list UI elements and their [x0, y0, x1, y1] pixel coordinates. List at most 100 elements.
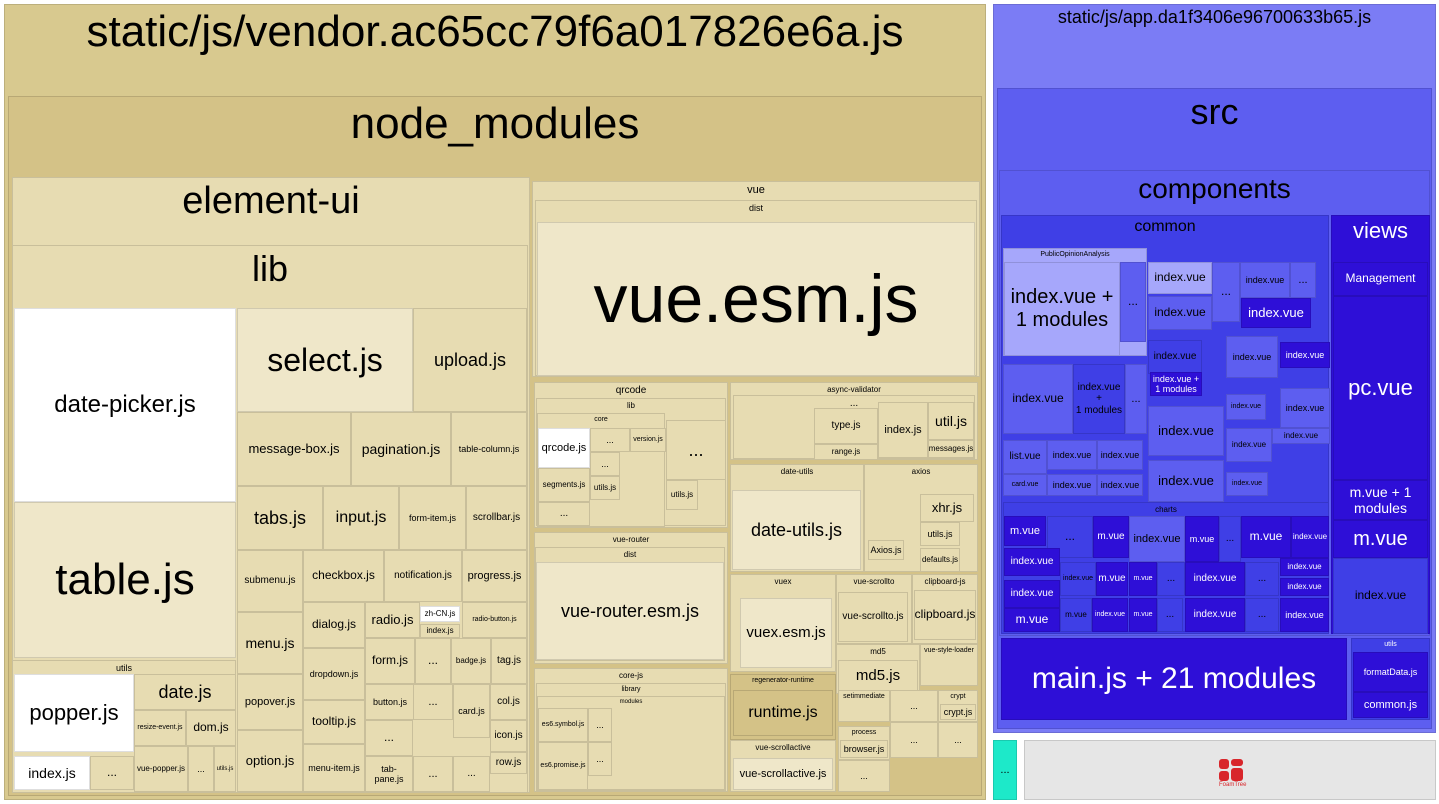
card-js[interactable]: card.js [453, 684, 490, 738]
common-index-vue-q[interactable]: index.vue [1047, 440, 1097, 470]
charts-index-vue-f[interactable]: index.vue [1280, 558, 1329, 576]
util-js[interactable]: util.js [928, 402, 974, 440]
vue-scrollto-js[interactable]: vue-scrollto.js [838, 592, 908, 642]
popper-js[interactable]: popper.js [14, 674, 134, 752]
charts-m-vue-g[interactable]: m.vue [1004, 608, 1060, 632]
charts-m-vue-e[interactable]: m.vue [1096, 562, 1128, 596]
table-js[interactable]: table.js [14, 502, 236, 658]
vuex-esm-js[interactable]: vuex.esm.js [740, 598, 832, 668]
charts-index-vue-a[interactable]: index.vue [1129, 516, 1185, 562]
ellipsis[interactable]: ... [413, 756, 453, 792]
tag-js[interactable]: tag.js [491, 638, 527, 684]
date-picker-js[interactable]: date-picker.js [14, 308, 236, 502]
qrcode-js[interactable]: qrcode.js [538, 428, 590, 468]
icon-js[interactable]: icon.js [490, 720, 527, 752]
dom-js[interactable]: dom.js [186, 710, 236, 746]
ellipsis[interactable]: ... [90, 756, 134, 790]
management-folder[interactable]: Management [1333, 262, 1428, 296]
charts-index-vue-i[interactable]: index.vue [1092, 598, 1128, 632]
common-index-vue-l[interactable]: index.vue [1148, 460, 1224, 502]
ellipsis[interactable]: ... [1290, 262, 1316, 298]
common-index-vue-d[interactable]: index.vue + 1 modules [1150, 372, 1202, 396]
xhr-js[interactable]: xhr.js [920, 494, 974, 522]
vue-esm-js[interactable]: vue.esm.js [537, 222, 975, 376]
select-js[interactable]: select.js [237, 308, 413, 412]
tabs-js[interactable]: tabs.js [237, 486, 323, 550]
table-column-js[interactable]: table-column.js [451, 412, 527, 486]
radio-js[interactable]: radio.js [365, 602, 420, 638]
dropdown-js[interactable]: dropdown.js [303, 648, 365, 700]
pagination-js[interactable]: pagination.js [351, 412, 451, 486]
ellipsis[interactable]: ... [1245, 562, 1279, 596]
common-index-vue-n[interactable]: index.vue [1280, 388, 1330, 428]
option-js[interactable]: option.js [237, 730, 303, 792]
segments-js[interactable]: segments.js [538, 468, 590, 502]
list-vue[interactable]: list.vue [1003, 440, 1047, 474]
ellipsis[interactable]: ... [590, 452, 620, 476]
radio-button-js[interactable]: radio-button.js [462, 602, 527, 638]
views-index-vue[interactable]: index.vue [1333, 558, 1428, 634]
charts-index-vue-k[interactable]: index.vue [1280, 598, 1329, 632]
axios-js[interactable]: Axios.js [868, 540, 904, 560]
ellipsis[interactable]: ... [588, 742, 612, 776]
ellipsis[interactable]: ... [666, 420, 726, 480]
views-m-vue[interactable]: m.vue [1333, 520, 1428, 558]
menu-js[interactable]: menu.js [237, 612, 303, 674]
ellipsis[interactable]: ... [1047, 516, 1093, 558]
vue-popper-js[interactable]: vue-popper.js [134, 746, 188, 792]
ellipsis[interactable]: ... [588, 708, 612, 742]
main-js-modules[interactable]: main.js + 21 modules [1001, 638, 1347, 720]
tab-pane-js[interactable]: tab-pane.js [365, 756, 413, 792]
vue-style-loader[interactable]: vue-style-loader [920, 644, 978, 686]
public-opinion-index-vue[interactable]: index.vue + 1 modules [1004, 262, 1120, 356]
async-index-js[interactable]: index.js [878, 402, 928, 458]
clipboard-js[interactable]: clipboard.js [914, 590, 976, 640]
browser-js[interactable]: browser.js [840, 740, 888, 758]
scrollbar-js[interactable]: scrollbar.js [466, 486, 527, 550]
version-js[interactable]: version.js [630, 428, 666, 452]
date-utils-js[interactable]: date-utils.js [732, 490, 861, 570]
common-index-vue-b[interactable]: index.vue [1148, 296, 1212, 330]
charts-m-vue-h[interactable]: m.vue [1060, 598, 1092, 632]
ellipsis[interactable]: ... [1120, 262, 1146, 342]
button-js[interactable]: button.js [365, 684, 415, 720]
crypt-js[interactable]: crypt.js [940, 704, 976, 720]
submenu-js[interactable]: submenu.js [237, 550, 303, 612]
common-index-vue-s[interactable]: index.vue [1047, 474, 1097, 496]
ellipsis[interactable]: ... [890, 690, 938, 722]
charts-index-vue-c[interactable]: index.vue [1004, 548, 1060, 576]
upload-js[interactable]: upload.js [413, 308, 527, 412]
common-index-vue-j[interactable]: index.vue + 1 modules [1073, 364, 1125, 434]
charts-m-vue-a[interactable]: m.vue [1004, 516, 1046, 546]
messages-js[interactable]: messages.js [928, 440, 974, 458]
ellipsis[interactable]: ... [1157, 598, 1183, 632]
index-js[interactable]: index.js [14, 756, 90, 790]
ellipsis[interactable]: ... [1212, 262, 1240, 322]
axios-utils-js[interactable]: utils.js [920, 522, 960, 546]
charts-index-vue-e[interactable]: index.vue [1185, 562, 1245, 596]
common-index-vue-t[interactable]: index.vue [1097, 474, 1143, 496]
charts-index-vue-g[interactable]: index.vue [1280, 578, 1329, 596]
collapsed-group[interactable]: ... [993, 740, 1017, 800]
defaults-js[interactable]: defaults.js [920, 548, 960, 572]
ellipsis[interactable]: ... [1219, 516, 1241, 562]
date-js[interactable]: date.js [134, 674, 236, 710]
charts-m-vue-c[interactable]: m.vue [1185, 516, 1219, 562]
notification-js[interactable]: notification.js [384, 550, 462, 602]
zh-cn-js[interactable]: zh-CN.js [420, 606, 460, 622]
common-index-vue-a[interactable]: index.vue [1148, 262, 1212, 294]
ellipsis[interactable]: ... [590, 428, 630, 452]
utils-js[interactable]: utils.js [214, 746, 236, 792]
ellipsis[interactable]: ... [365, 720, 413, 756]
common-index-vue-f[interactable]: index.vue [1241, 298, 1311, 328]
tooltip-js[interactable]: tooltip.js [303, 700, 365, 744]
popover-js[interactable]: popover.js [237, 674, 303, 730]
common-index-vue-h[interactable]: index.vue [1280, 342, 1330, 368]
card-vue[interactable]: card.vue [1003, 474, 1047, 496]
common-index-vue-p[interactable]: index.vue [1272, 428, 1330, 444]
charts-m-vue-i[interactable]: m.vue [1129, 598, 1157, 632]
common-index-vue-e[interactable]: index.vue [1240, 262, 1290, 298]
checkbox-js[interactable]: checkbox.js [303, 550, 384, 602]
resize-event-js[interactable]: resize-event.js [134, 710, 186, 746]
